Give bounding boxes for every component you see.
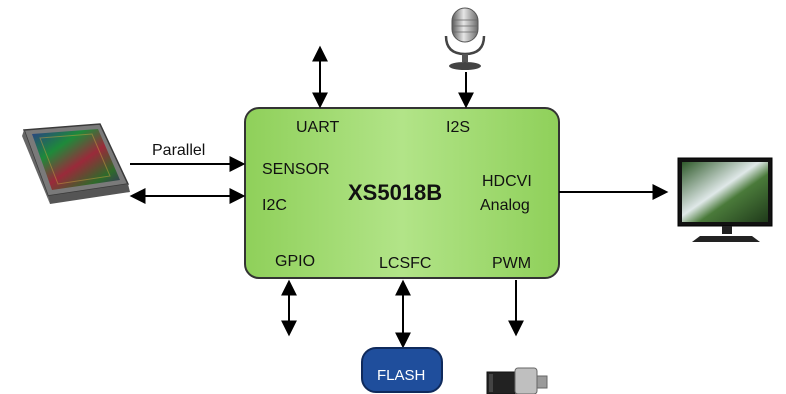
flash-block [361,347,443,393]
i2c-label: I2C [262,197,287,214]
sensor-label: SENSOR [262,161,330,178]
hdcvi-label: HDCVI [482,173,532,190]
uart-label: UART [296,119,339,136]
gpio-label: GPIO [275,253,315,270]
i2s-label: I2S [446,119,470,136]
analog-label: Analog [480,197,530,214]
pwm-label: PWM [492,255,531,272]
camera-sensor-icon [22,123,130,204]
parallel-label: Parallel [152,142,205,159]
monitor-icon [677,157,773,242]
motor-icon [486,367,548,394]
chip-name: XS5018B [348,180,442,205]
lcsfc-label: LCSFC [379,255,431,272]
flash-label: FLASH [377,367,425,384]
microphone-icon [444,7,486,70]
